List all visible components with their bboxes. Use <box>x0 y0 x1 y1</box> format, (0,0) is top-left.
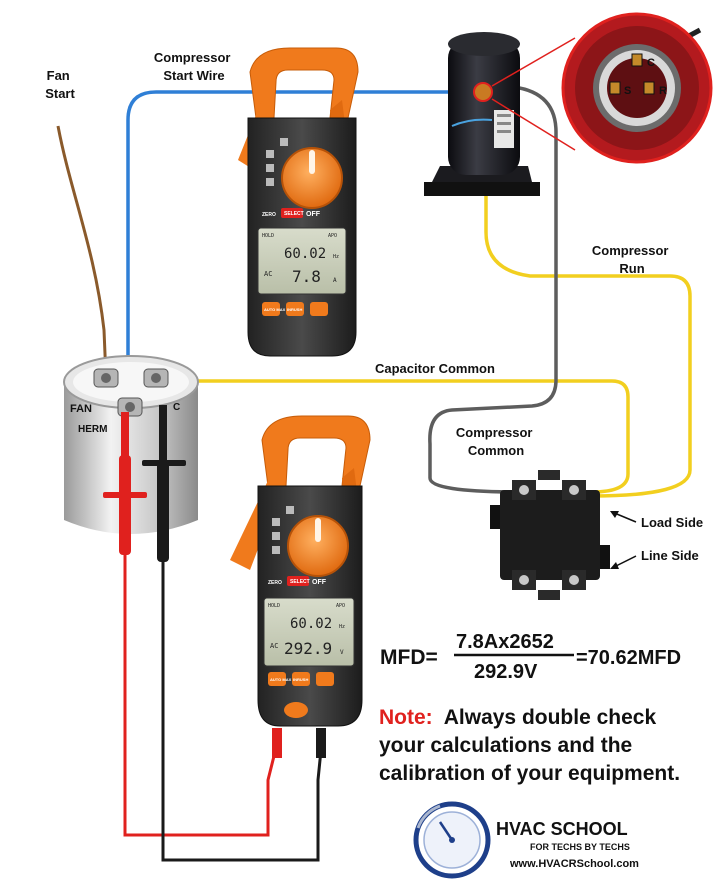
top-button-mid <box>286 302 304 316</box>
red-test-lead <box>123 470 280 837</box>
bottom-select-button <box>287 576 309 586</box>
bottom-button-mid <box>292 672 310 686</box>
compressor <box>424 32 540 196</box>
contactor <box>490 470 610 600</box>
compressor-run-line1: Compressor <box>592 243 669 258</box>
load-side-arrow <box>610 511 637 523</box>
line-side-label: Line Side <box>641 548 699 563</box>
bottom-button-left <box>268 672 286 686</box>
fan-start-wire <box>56 125 108 379</box>
bottom-btn-right-label: INRUSH <box>293 677 308 682</box>
note-line1: Always double check <box>444 706 657 729</box>
terminal-r: R <box>643 81 667 97</box>
formula-prefix: MFD= <box>380 646 438 669</box>
herm-terminal <box>117 397 143 417</box>
mfd-formula: MFD= 7.8Ax2652 292.9V =70.62MFD <box>380 631 681 683</box>
compressor-common-line2: Common <box>468 443 524 458</box>
top-meter-screen <box>257 227 347 295</box>
top-reading2: 7.8 <box>292 267 321 286</box>
bottom-btn-left-label: AUTO MAX <box>270 677 292 682</box>
top-apo-label: APO <box>328 233 337 239</box>
compressor-common-line1: Compressor <box>456 425 533 440</box>
compressor-start-wire-label: Compressor Start Wire <box>154 50 234 83</box>
compressor-run-label: Compressor Run <box>592 243 672 276</box>
compressor-common-wire <box>428 84 558 494</box>
hvac-school-logo: HVAC SCHOOL FOR TECHS BY TECHS www.HVACR… <box>413 801 639 879</box>
note-line3: calibration of your equipment. <box>379 762 680 785</box>
bottom-meter-screen <box>263 597 355 667</box>
bottom-off-label: OFF <box>312 579 327 586</box>
inset-callout-line-bottom <box>491 98 576 151</box>
fan-terminal <box>93 368 119 388</box>
top-reading1: 60.02 <box>284 246 326 262</box>
top-button-left <box>262 302 280 316</box>
formula-denominator: 292.9V <box>474 661 538 683</box>
logo-title: HVAC SCHOOL <box>496 819 628 839</box>
bottom-select-label: SELECT <box>290 579 310 585</box>
compressor-start-wire-line2: Start Wire <box>163 68 224 83</box>
compressor-run-line2: Run <box>619 261 644 276</box>
clamp-meter-top: ZERO SELECT OFF HOLD APO 60.02 Hz AC 7.8… <box>238 47 359 357</box>
top-select-button <box>281 208 303 218</box>
capacitor-herm-label: HERM <box>78 424 107 435</box>
bottom-reading1: 60.02 <box>290 616 332 632</box>
top-btn-left-label: AUTO MAX <box>264 307 286 312</box>
capacitor-common-label: Capacitor Common <box>375 361 495 376</box>
fan-start-line2: Start <box>45 86 75 101</box>
compressor-start-wire-line1: Compressor <box>154 50 231 65</box>
terminal-r-label: R <box>659 85 667 97</box>
fan-start-label: Fan Start <box>45 68 75 101</box>
formula-numerator: 7.8Ax2652 <box>456 631 554 653</box>
clamp-meter-bottom: ZERO SELECT OFF HOLD APO 60.02 Hz AC 292… <box>230 415 371 758</box>
bottom-apo-label: APO <box>336 603 345 609</box>
note-line2: your calculations and the <box>379 734 632 757</box>
logo-tagline: FOR TECHS BY TECHS <box>530 842 630 852</box>
top-zero-label: ZERO <box>262 212 276 218</box>
top-select-label: SELECT <box>284 211 304 217</box>
terminal-c-label: C <box>647 57 655 69</box>
note-label: Note: <box>379 706 433 729</box>
bottom-zero-label: ZERO <box>268 580 282 586</box>
top-hold-label: HOLD <box>262 233 274 239</box>
note-line1-text: Note: Always double check <box>379 706 656 729</box>
top-btn-right-label: INRUSH <box>287 307 302 312</box>
bottom-reading1-unit: Hz <box>339 624 345 630</box>
capacitor-c-label: C <box>173 402 180 413</box>
bottom-mode: AC <box>270 642 278 650</box>
terminal-inset: C S R <box>561 12 713 164</box>
load-side-label: Load Side <box>641 515 703 530</box>
capacitor-common-wire <box>170 379 630 494</box>
fan-start-line1: Fan <box>47 68 70 83</box>
top-mode: AC <box>264 270 272 278</box>
terminal-c: C <box>631 53 655 69</box>
top-reading2-unit: A <box>333 277 337 284</box>
logo-url: www.HVACRSchool.com <box>509 858 639 870</box>
terminal-s-label: S <box>624 85 631 97</box>
mode-icons <box>266 138 288 186</box>
black-probe <box>142 405 186 562</box>
top-off-label: OFF <box>306 211 321 218</box>
capacitor-fan-label: FAN <box>70 403 92 415</box>
formula-result: =70.62MFD <box>576 647 681 669</box>
note-block: Note: Always double check your calculati… <box>379 706 680 785</box>
line-side-arrow <box>610 555 637 569</box>
black-test-lead <box>161 470 324 862</box>
top-button-right <box>310 302 328 316</box>
bottom-reading2: 292.9 <box>284 639 332 658</box>
bottom-button-right <box>316 672 334 686</box>
red-probe <box>103 412 147 555</box>
compressor-common-label: Compressor Common <box>456 425 536 458</box>
bottom-hold-label: HOLD <box>268 603 280 609</box>
common-terminal <box>143 368 169 388</box>
inset-callout-line-top <box>491 37 576 87</box>
mode-icons-bottom <box>272 506 294 554</box>
terminal-s: S <box>609 81 631 97</box>
compressor-start-wire <box>126 90 478 410</box>
top-reading1-unit: Hz <box>333 254 339 260</box>
bottom-reading2-unit: V <box>340 649 344 656</box>
compressor-run-wire <box>484 96 692 498</box>
